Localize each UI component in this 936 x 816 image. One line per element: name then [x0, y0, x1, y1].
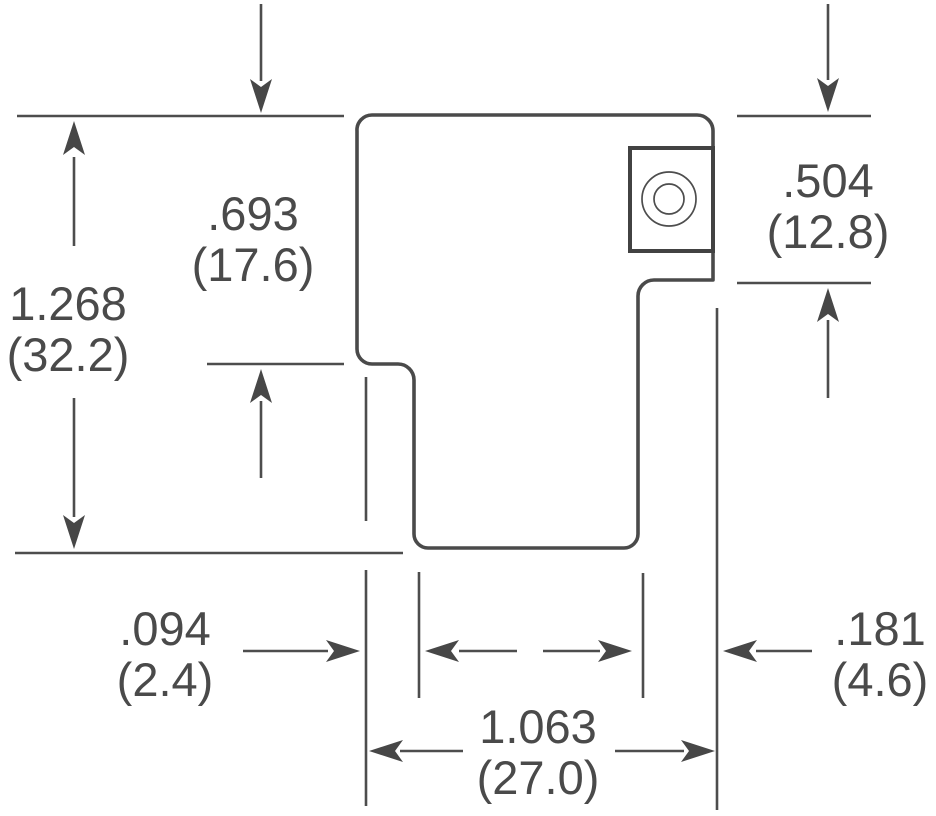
terminal-block [628, 146, 715, 253]
dim-label-overall-height: 1.268 (32.2) [7, 278, 130, 380]
dimension-lines [72, 4, 830, 753]
dim-metric: (12.8) [766, 205, 890, 258]
dim-value: .094 [119, 602, 211, 655]
arrow-right-icon [681, 740, 715, 762]
arrow-right-icon [326, 640, 360, 662]
extension-lines [15, 114, 871, 810]
part-outline [355, 113, 715, 550]
dim-label-offset-right: .181 (4.6) [832, 603, 929, 705]
dim-label-overall-width: 1.063 (27.0) [477, 701, 600, 803]
arrow-up-icon [817, 288, 839, 322]
arrow-down-icon [63, 515, 85, 549]
dim-value: 1.063 [479, 700, 597, 753]
arrow-left-icon [723, 640, 757, 662]
terminal-hole-outer [641, 171, 697, 227]
terminal-hole-inner [653, 183, 685, 215]
dim-metric: (32.2) [6, 328, 130, 381]
arrow-left-icon [369, 740, 403, 762]
arrow-down-icon [250, 79, 272, 113]
arrow-left-icon [425, 640, 459, 662]
dim-metric: (4.6) [831, 653, 929, 706]
dim-label-tab-height: .504 (12.8) [767, 155, 890, 257]
dim-value: .181 [834, 602, 926, 655]
dim-value: 1.268 [9, 277, 127, 330]
arrow-up-icon [250, 369, 272, 403]
dim-label-height-to-step: .693 (17.6) [192, 188, 315, 290]
dim-metric: (2.4) [116, 653, 214, 706]
arrow-down-icon [817, 78, 839, 112]
dim-value: .504 [782, 154, 874, 207]
dim-label-offset-left: .094 (2.4) [117, 603, 214, 705]
dim-value: .693 [207, 187, 299, 240]
dim-metric: (17.6) [191, 238, 315, 291]
dim-metric: (27.0) [476, 751, 600, 804]
arrow-up-icon [63, 121, 85, 155]
arrow-right-icon [598, 640, 632, 662]
